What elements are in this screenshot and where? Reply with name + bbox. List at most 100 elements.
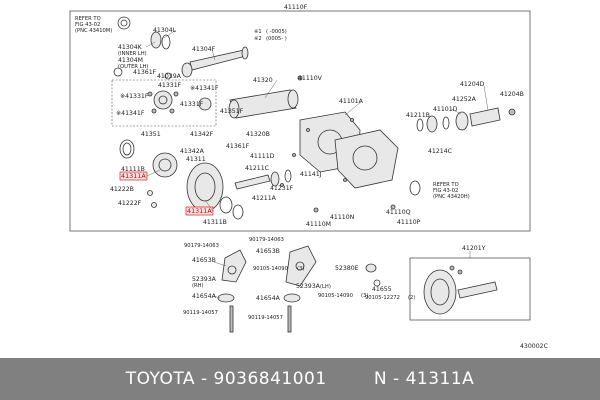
label-41331F-c: 41331F <box>180 101 204 108</box>
label-41101D: 41101D <box>433 106 458 113</box>
label-41341F-a: ※41341F <box>190 85 219 92</box>
label-41304M: 41304M <box>118 57 143 64</box>
svg-text:REFER TO: REFER TO <box>433 182 459 188</box>
cv-joint-subgroup <box>111 79 217 127</box>
svg-text:FIG 43-02: FIG 43-02 <box>75 22 100 28</box>
label-inner-lh: (INNER LH) <box>118 51 147 57</box>
label-41201Y: 41201Y <box>462 245 486 252</box>
bolt-part-b <box>287 305 292 333</box>
svg-text:(PNC 43410M): (PNC 43410M) <box>75 28 112 34</box>
pinion-set-part <box>457 281 498 299</box>
label-41204D: 41204D <box>460 81 485 88</box>
svg-text:(0005- ): (0005- ) <box>266 36 287 42</box>
label-41110M: 41110M <box>306 221 331 228</box>
label-41111B: 41111B <box>121 166 145 173</box>
type-code: N <box>373 369 388 389</box>
label-41110P: 41110P <box>397 219 421 226</box>
label-90105-14090-b: 90105-14090 <box>318 293 353 299</box>
pinion-shaft-part <box>234 174 271 190</box>
mount-bracket-left <box>221 249 247 283</box>
label-52393A-b: 52393A <box>296 283 321 290</box>
label-41351: 41351 <box>141 131 161 138</box>
label-52393A-a: 52393A <box>192 276 217 283</box>
label-41231F: 41231F <box>270 185 294 192</box>
label-41331F-a: 41331F <box>158 82 182 89</box>
label-41222B: 41222B <box>110 186 134 193</box>
label-90105-12272: 90105-12272 <box>365 295 400 301</box>
label-41331F-b: ※41331F <box>120 93 149 100</box>
caption-separator: - <box>200 369 208 389</box>
part-number-caption: TOYOTA - 9036841001 N - 41311A <box>126 369 475 389</box>
label-41311B: 41311B <box>203 219 227 226</box>
label-note-3b: (3) <box>361 293 368 299</box>
label-41214C: 41214C <box>428 148 452 155</box>
label-90119-14057-a: 90119-14057 <box>183 310 218 316</box>
bolt-part-a <box>229 305 234 333</box>
label-41304K: 41304K <box>118 44 143 51</box>
label-41304L: 41304L <box>153 27 177 34</box>
mount-bracket-right-group: 90179-14063 41653B 90105-14090 (3) 52393… <box>248 237 415 333</box>
label-41110N: 41110N <box>330 214 355 221</box>
label-90179-14063-a: 90179-14063 <box>184 243 219 249</box>
label-41252A: 41252A <box>452 96 477 103</box>
diff-case-part <box>152 152 178 178</box>
label-90179-14063-b: 90179-14063 <box>249 237 284 243</box>
refer-note-top: REFER TO FIG 43-02 (PNC 43410M) <box>75 16 112 34</box>
label-41311A-highlight-a[interactable]: 41311A <box>121 172 146 180</box>
bearing-right-part <box>426 115 438 133</box>
mount-bracket-right <box>285 245 317 287</box>
label-41311A-highlight-b[interactable]: 41311A <box>187 207 212 215</box>
svg-text:FIG 43-02: FIG 43-02 <box>433 188 458 194</box>
ring-gear-part <box>186 162 224 212</box>
companion-flange-part <box>469 107 501 127</box>
cushion-part <box>365 263 377 273</box>
label-41361F: 41361F <box>133 69 157 76</box>
label-41204B: 41204B <box>500 91 524 98</box>
diff-cover-housing <box>334 129 399 189</box>
label-41341F-b: ※41341F <box>116 110 145 117</box>
svg-text:※2: ※2 <box>254 36 262 42</box>
joint-cage-part <box>153 90 173 110</box>
part-number-bar: TOYOTA - 9036841001 N - 41311A <box>0 358 600 400</box>
label-52380E: 52380E <box>335 265 359 272</box>
label-41653B-b: 41653B <box>256 248 280 255</box>
label-41654A-b: 41654A <box>256 295 281 302</box>
label-41110Q: 41110Q <box>386 209 411 216</box>
legend-notes: ※1 ( -0005) ※2 (0005- ) <box>254 29 287 42</box>
caption-separator-2: - <box>393 369 400 389</box>
label-41111D: 41111D <box>250 153 275 160</box>
bearing-part <box>150 31 162 49</box>
label-41110V: 41110V <box>298 75 323 82</box>
mount-bracket-group: 90179-14063 41653B 52393A (RH) 41654A 90… <box>183 243 247 333</box>
label-outer-lh: (OUTER LH) <box>118 64 148 70</box>
assembly-number: 41110F <box>284 4 308 11</box>
label-41304F: 41304F <box>192 46 216 53</box>
svg-text:※1: ※1 <box>254 29 262 35</box>
figure-code: 430002C <box>520 343 548 350</box>
svg-text:REFER TO: REFER TO <box>75 16 101 22</box>
label-41211B: 41211B <box>406 112 430 119</box>
label-41222F: 41222F <box>118 200 142 207</box>
drive-shaft-part <box>189 49 247 71</box>
label-41320: 41320 <box>253 77 273 84</box>
part-code: 41311A <box>405 369 475 389</box>
parts-diagram: 41110F REFER TO FIG 43-02 (PNC 43410M) ※… <box>69 4 548 350</box>
label-rh: (RH) <box>192 283 204 289</box>
label-lh: (LH) <box>320 284 331 290</box>
label-41101A: 41101A <box>339 98 364 105</box>
label-note-3: (3) <box>297 266 304 272</box>
label-41320B: 41320B <box>246 131 270 138</box>
label-41342A: 41342A <box>180 148 205 155</box>
label-note-2: (2) <box>408 295 415 301</box>
label-90119-14057-b: 90119-14057 <box>248 315 283 321</box>
label-41653B-a: 41653B <box>192 257 216 264</box>
label-41361F-b: 41361F <box>226 143 250 150</box>
label-41211C: 41211C <box>245 165 269 172</box>
label-41342F: 41342F <box>190 131 214 138</box>
oem-number: 9036841001 <box>213 369 327 389</box>
refer-note-right: REFER TO FIG 43-02 (PNC 43420H) <box>433 182 470 200</box>
label-41211A: 41211A <box>252 195 277 202</box>
label-90105-14090-a: 90105-14090 <box>253 266 288 272</box>
brand-name: TOYOTA <box>125 369 196 389</box>
label-41655: 41655 <box>372 286 392 293</box>
